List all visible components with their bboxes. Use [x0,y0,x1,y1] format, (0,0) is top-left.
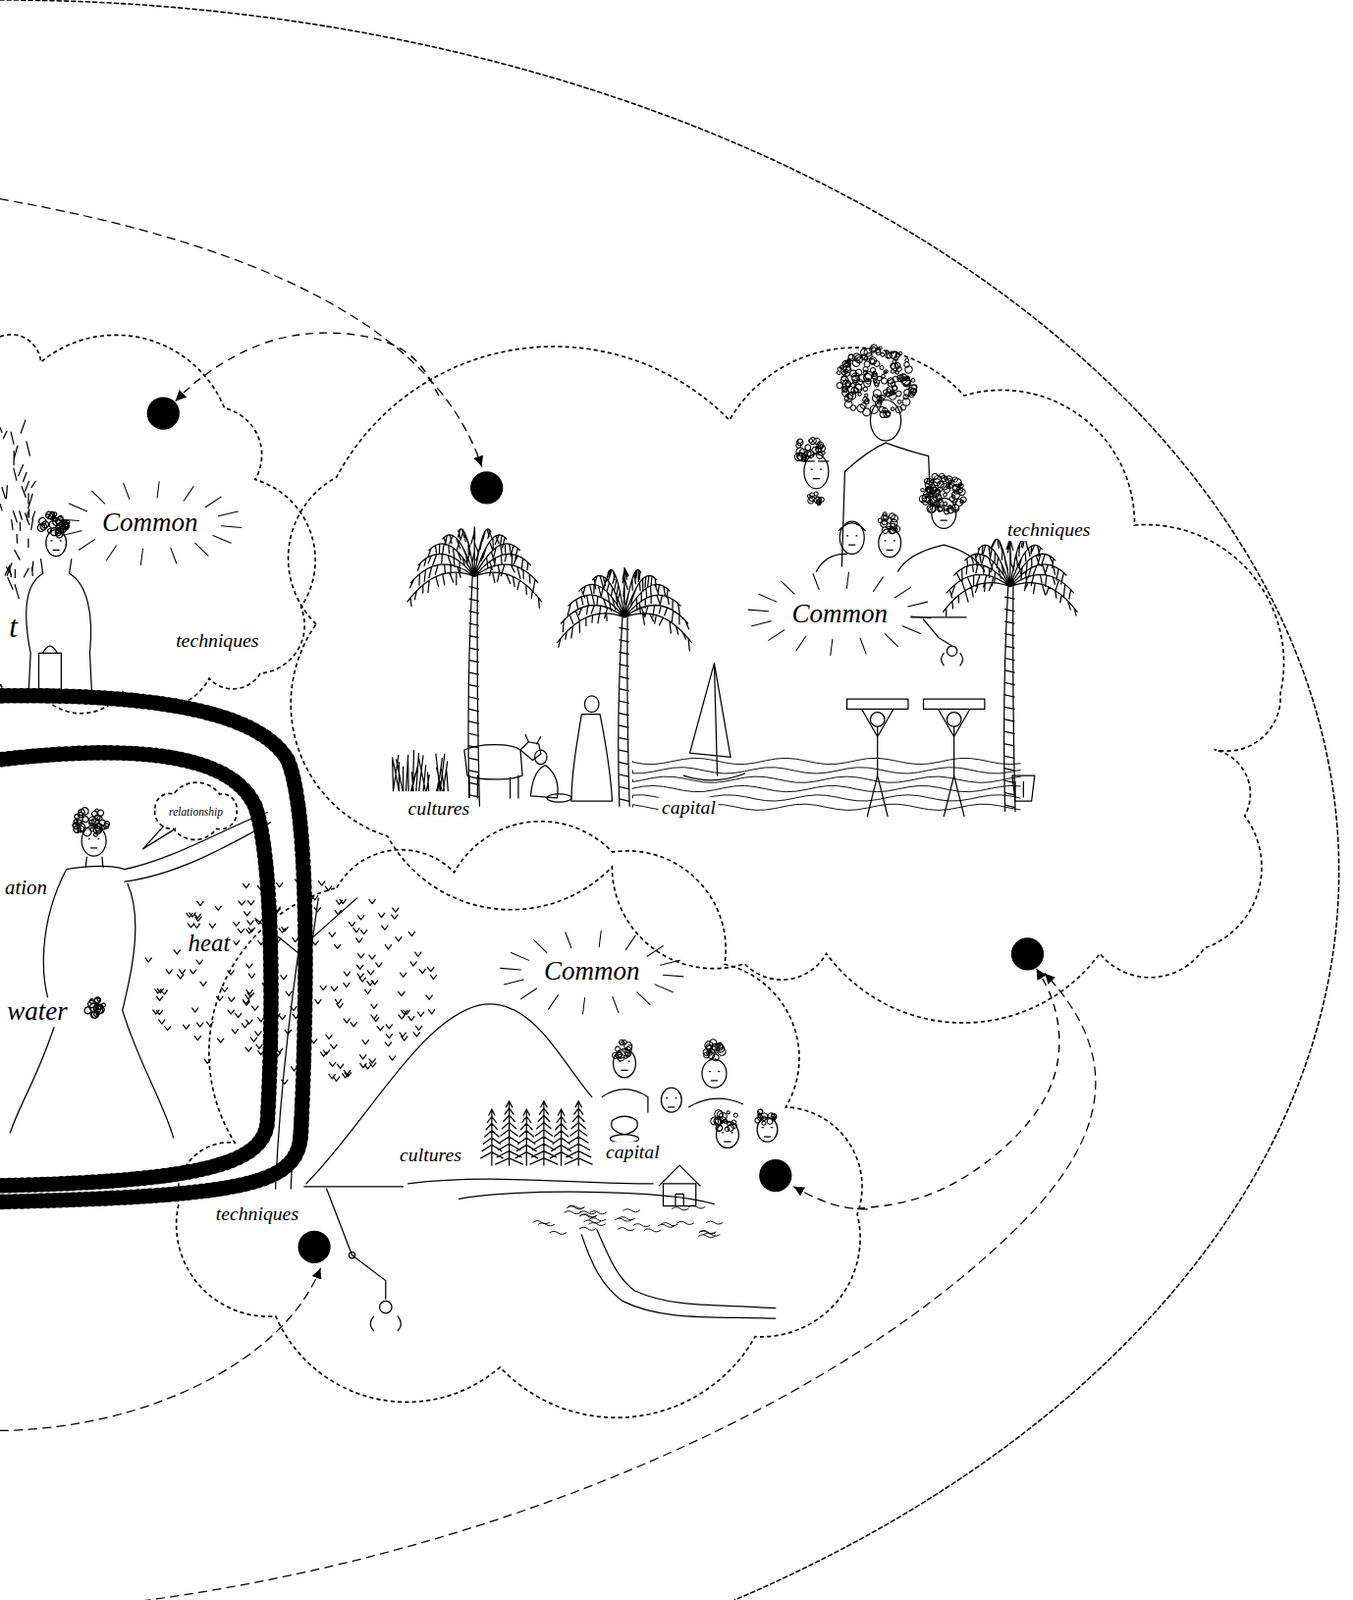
plant [0,420,36,599]
cow [464,734,542,798]
cloud-region: Common techniques [0,336,302,695]
cloud-label: cultures [396,1145,465,1168]
dot [470,471,503,504]
railway-track [0,696,306,1203]
bush [392,751,449,792]
person-face [898,497,985,572]
porter [847,699,909,817]
lake-shore [459,1191,715,1204]
body-figure [84,997,106,1019]
person-face [688,1059,743,1108]
cloud-outline [288,346,1285,1024]
dashed-arrow [0,199,483,467]
sailboat [683,663,745,781]
figure-label: t [5,610,21,645]
cloud-outline [0,334,316,714]
cloud-label: techniques [1004,520,1093,542]
person-hair [755,1109,777,1126]
kneeling-person [530,750,572,803]
figure-label: heat [185,930,234,958]
railway-track [0,753,271,1187]
bucket [1012,775,1035,802]
pine-tree [515,1109,538,1166]
pine-tree [481,1109,503,1166]
dashed-arrow [0,1268,321,1431]
palm-tree [407,527,542,807]
porter [922,699,984,817]
figure-label: ation [1,876,51,900]
bubble-tail [142,826,175,850]
person-hair [612,1039,633,1062]
dashed-arrow [0,974,1096,1600]
cloud-label: techniques [213,1203,302,1226]
sun-rays [500,930,684,1015]
cloud-label: capital [602,1141,663,1164]
potter [601,1049,649,1144]
figure-label: water [3,997,71,1028]
cloud-label: cultures [404,798,473,820]
railway-track [0,753,271,1187]
cloud-region: Common cultures capital techniques [178,852,858,1368]
lake-ripples [533,1205,723,1239]
palm-tree [557,567,693,807]
person-face [804,454,829,489]
dot [297,1231,330,1264]
river [581,1230,775,1319]
railway-track [0,696,306,1203]
person-hair [794,437,825,506]
sun-rays [58,482,242,566]
dashed-arrow [794,1187,868,1210]
cloud-label: Common [541,958,644,988]
body-hair [72,808,110,837]
person-face [815,521,866,572]
person-hair [877,512,900,535]
cloud-outline [155,782,238,840]
person-hair [919,473,967,515]
cloud-label: techniques [172,630,262,652]
pine-tree [564,1101,593,1166]
railway-track [0,696,306,1203]
dot [147,396,180,430]
woman-hair [37,511,70,539]
palm-tree [943,537,1079,812]
dot [1011,937,1044,971]
person-body [841,442,930,567]
tree-foliage [145,875,436,1084]
cloud-outline [175,820,862,1417]
pine-tree [549,1109,572,1166]
dashed-connector [175,332,439,401]
person-hair [703,1039,726,1062]
vase [38,646,61,693]
cloud-label: capital [658,797,719,819]
speech-bubble: relationship [155,794,237,829]
cloud-label: relationship [165,806,226,819]
robed-person [571,696,613,802]
hills [306,1004,653,1185]
person-face [660,1087,682,1113]
cloud-label: Common [99,508,202,539]
cloud-region: Common techniques cultures capital [316,395,1281,965]
woman-figure [26,559,93,695]
outline [178,852,858,1368]
dot [758,1159,792,1192]
sun-rays [748,572,931,656]
railway-track [0,753,271,1187]
tree-trunk [255,898,358,1190]
person-hair [710,1110,739,1133]
robot-arm [911,617,967,666]
cloud-label: Common [789,599,892,630]
outline [316,395,1281,965]
